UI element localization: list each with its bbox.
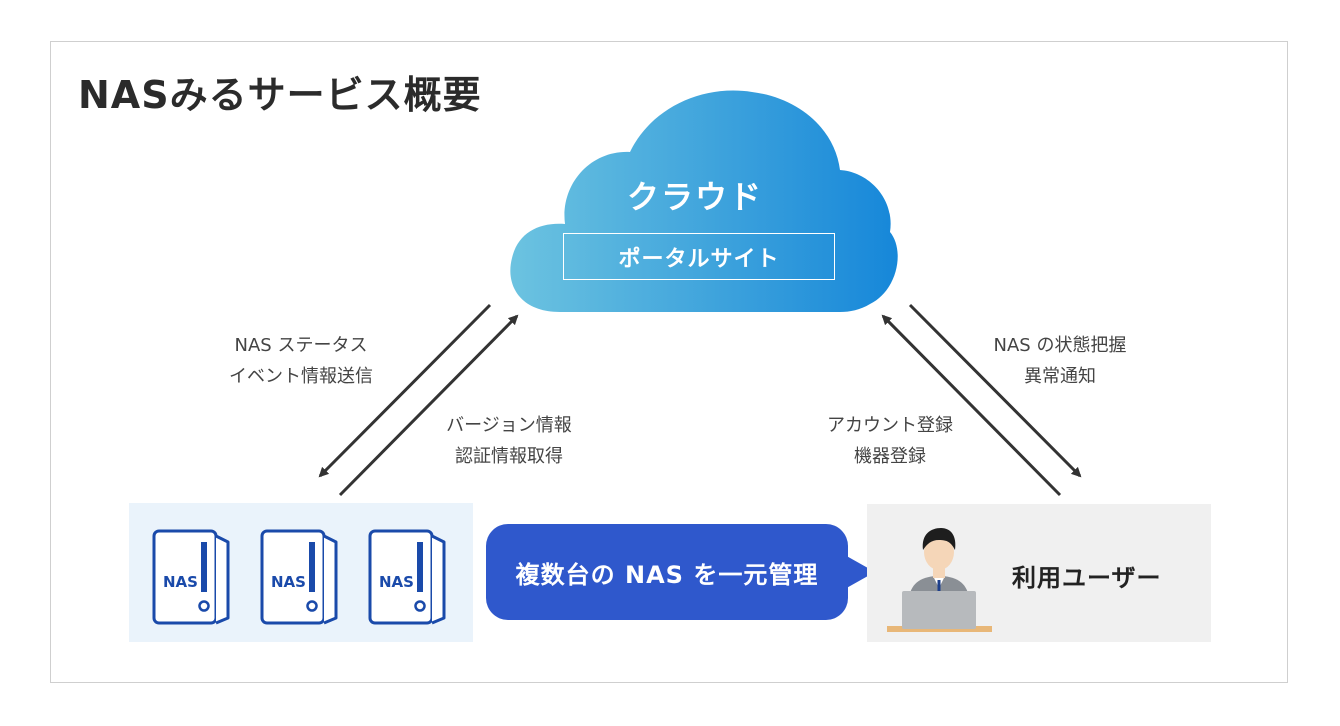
label-version-info: バージョン情報 認証情報取得 xyxy=(414,410,604,472)
label-state-line1: NAS の状態把握 xyxy=(993,335,1127,356)
portal-site-box: ポータルサイト xyxy=(563,233,835,280)
cloud-shape xyxy=(510,90,898,312)
nas-box-icon xyxy=(260,529,338,625)
nas-device-icon: NAS xyxy=(259,528,339,626)
label-nas-status: NAS ステータス イベント情報送信 xyxy=(196,330,406,392)
diagram-title: NASみるサービス概要 xyxy=(78,73,482,117)
user-label: 利用ユーザー xyxy=(1012,564,1162,592)
nas-device-icon: NAS xyxy=(367,528,447,626)
user-panel: 利用ユーザー xyxy=(867,504,1211,642)
arrow-user-to-cloud xyxy=(881,314,1062,497)
label-account-line1: アカウント登録 xyxy=(827,415,953,436)
nas-label: NAS xyxy=(379,573,414,591)
nas-label: NAS xyxy=(163,573,198,591)
nas-box-icon xyxy=(152,529,230,625)
label-account-line2: 機器登録 xyxy=(854,446,926,467)
arrow-cloud-to-nas xyxy=(318,303,492,478)
label-nas-status-line2: イベント情報送信 xyxy=(229,366,373,387)
arrow-cloud-to-user xyxy=(908,303,1082,478)
diagram-frame xyxy=(50,41,1288,683)
nas-label: NAS xyxy=(271,573,306,591)
nas-devices-panel: NAS NAS NAS xyxy=(129,503,473,642)
label-nas-state: NAS の状態把握 異常通知 xyxy=(965,330,1155,392)
label-nas-status-line1: NAS ステータス xyxy=(234,335,368,356)
nas-box-icon xyxy=(368,529,446,625)
nas-device-icon: NAS xyxy=(151,528,231,626)
arrow-nas-to-cloud xyxy=(338,314,519,497)
speech-bubble: 複数台の NAS を一元管理 xyxy=(486,524,848,620)
label-version-line2: 認証情報取得 xyxy=(455,446,563,467)
cloud-title: クラウド xyxy=(626,178,763,216)
label-version-line1: バージョン情報 xyxy=(446,415,572,436)
label-account-registration: アカウント登録 機器登録 xyxy=(800,410,980,472)
user-at-laptop-icon xyxy=(887,528,992,632)
label-state-line2: 異常通知 xyxy=(1024,366,1096,387)
